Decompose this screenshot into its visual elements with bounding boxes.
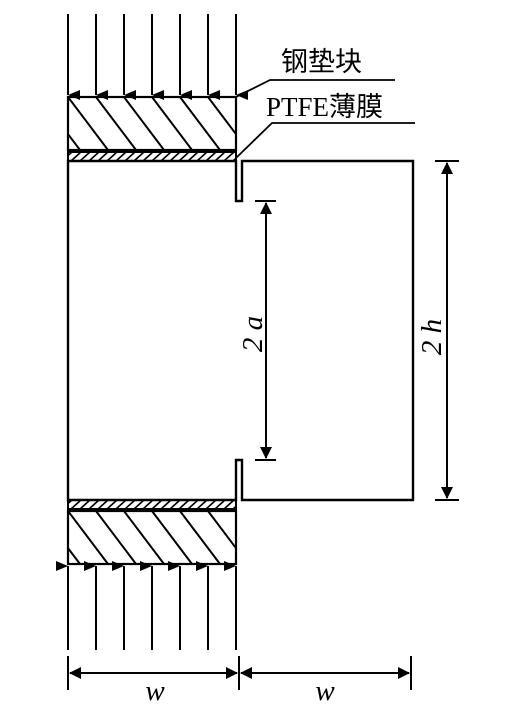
height-label: 2 h — [416, 319, 448, 355]
left-width-label: w — [145, 675, 165, 707]
ptfe-film-leader — [235, 122, 415, 159]
bottom-load-arrows — [56, 561, 237, 650]
right-width-label: w — [315, 675, 335, 707]
bottom-steel-block — [66, 509, 238, 566]
top-ptfe-film — [67, 151, 237, 162]
steel-block-label: 钢垫块 — [281, 47, 362, 78]
top-steel-block — [66, 95, 238, 152]
crack-length-label: 2 a — [237, 316, 269, 352]
steel-block-leader — [235, 79, 395, 98]
top-load-arrows — [67, 14, 248, 100]
ptfe-film-label: PTFE薄膜 — [266, 92, 383, 122]
label-leaders — [235, 79, 415, 159]
crack-length-dimension — [255, 200, 276, 461]
width-dimensions — [67, 656, 412, 690]
bottom-ptfe-film — [67, 499, 237, 510]
height-dimension — [435, 160, 459, 501]
